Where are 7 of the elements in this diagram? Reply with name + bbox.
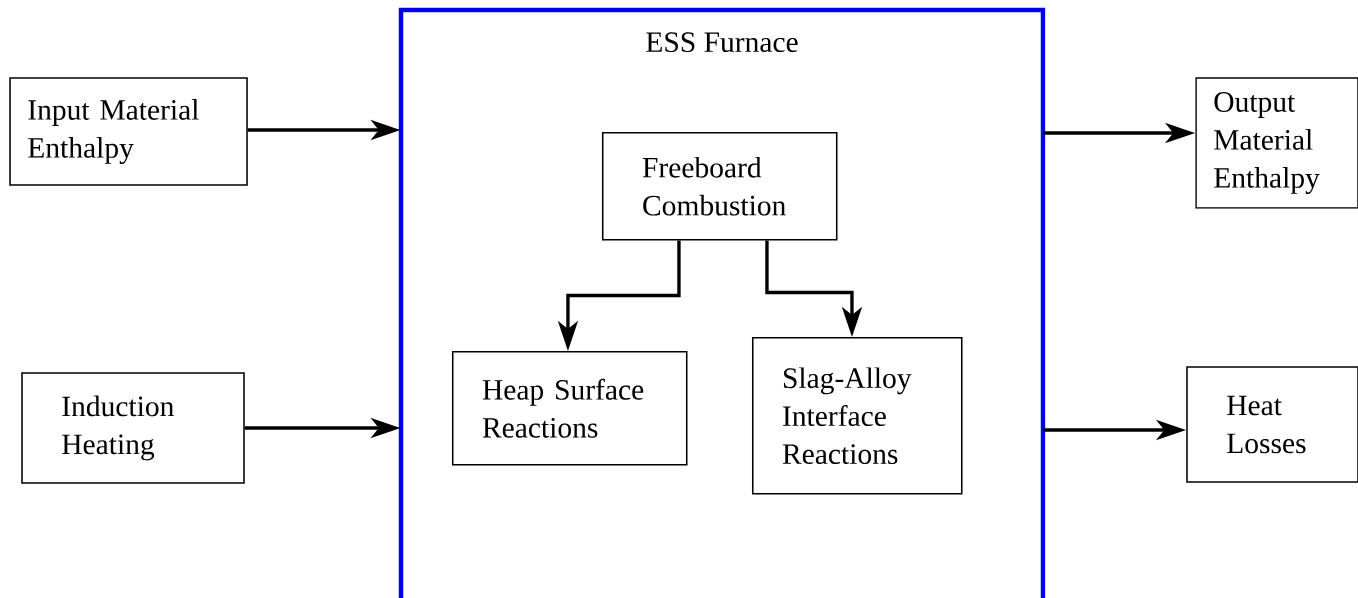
- process-box: Slag-Alloy Interface Reactions: [751, 336, 963, 495]
- process-box: Output Material Enthalpy: [1195, 77, 1358, 209]
- process-box: Input Material Enthalpy: [9, 77, 248, 186]
- process-box: Heap Surface Reactions: [451, 350, 688, 466]
- process-box: Freeboard Combustion: [601, 131, 838, 241]
- process-box: Induction Heating: [21, 372, 245, 484]
- process-box: Heat Losses: [1186, 366, 1358, 483]
